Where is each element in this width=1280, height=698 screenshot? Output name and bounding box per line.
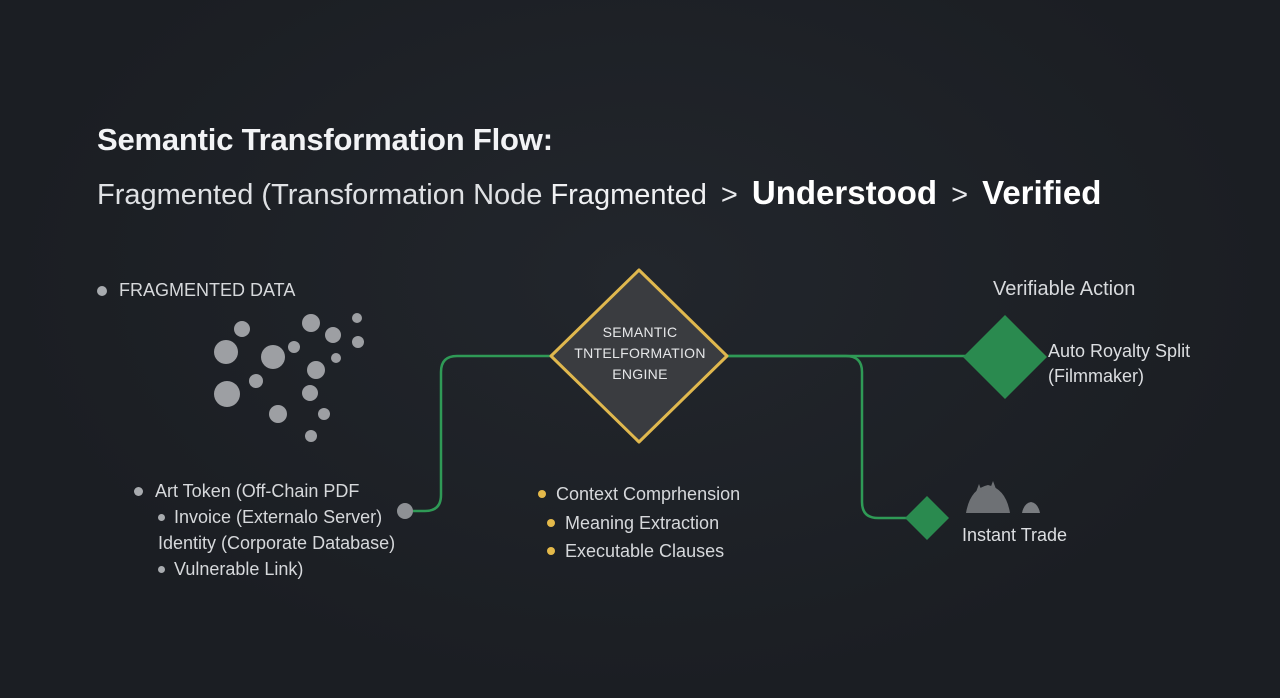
list-item: Vulnerable Link) xyxy=(134,556,395,582)
semantic-engine-label: SEMANTIC TNTELFORMATION ENGINE xyxy=(560,322,720,385)
engine-step-list: Context Comprhension Meaning Extraction … xyxy=(538,480,740,566)
bullet-icon xyxy=(538,490,546,499)
step-meaning: Meaning Extraction xyxy=(565,512,720,533)
fragmented-data-label: FRAGMENTED DATA xyxy=(97,280,295,301)
fragment-particle xyxy=(352,336,364,348)
subtitle-part-verified: Verified xyxy=(982,174,1102,211)
royalty-action-node xyxy=(963,315,1047,399)
semantic-engine-node xyxy=(549,268,729,444)
fragmented-data-text: FRAGMENTED DATA xyxy=(119,280,296,300)
fragment-particle xyxy=(307,361,325,379)
source-art-token: Art Token (Off-Chain PDF xyxy=(155,481,360,501)
fragment-particle xyxy=(214,381,240,407)
list-item: Executable Clauses xyxy=(538,537,740,566)
bullet-icon xyxy=(547,547,555,556)
fragment-source-list: Art Token (Off-Chain PDF Invoice (Extern… xyxy=(134,478,395,582)
fragment-particle xyxy=(302,385,318,401)
fragment-particle xyxy=(352,313,362,323)
list-item: Art Token (Off-Chain PDF xyxy=(134,478,395,504)
bullet-icon xyxy=(97,285,107,296)
subtitle-part-fragmented: Fragmented xyxy=(550,179,707,211)
fragment-particle xyxy=(269,405,287,423)
fragment-particle-cluster xyxy=(214,313,364,442)
fragment-particle xyxy=(302,314,320,332)
fragment-particle xyxy=(249,374,263,388)
subtitle-part-understood: Understood xyxy=(751,174,938,211)
subtitle-separator: > xyxy=(720,179,738,211)
diagram-subtitle: Fragmented (Transformation Node Fragment… xyxy=(97,174,1101,212)
bullet-icon xyxy=(134,486,143,496)
fragment-particle xyxy=(305,430,317,442)
fragment-particle xyxy=(234,321,250,337)
step-context: Context Comprhension xyxy=(556,484,741,504)
source-identity: Identity (Corporate Database) xyxy=(158,533,396,553)
bullet-icon xyxy=(158,513,165,521)
connector-engine-to-trade xyxy=(726,354,910,520)
list-item: Invoice (Externalo Server) xyxy=(134,504,395,530)
subtitle-separator: > xyxy=(951,179,969,211)
bullet-icon xyxy=(547,518,555,527)
diagram-title: Semantic Transformation Flow: xyxy=(97,122,553,157)
mountain-icon xyxy=(966,481,1040,513)
list-item: Context Comprhension xyxy=(538,480,740,509)
engine-label-line: TNTELFORMATION xyxy=(574,345,706,361)
fragment-particle xyxy=(288,341,300,353)
subtitle-part-fragmented-node: Fragmented (Transformation Node xyxy=(97,179,543,211)
royalty-action-label: Auto Royalty Split (Filmmaker) xyxy=(1048,339,1190,389)
fragment-particle xyxy=(214,340,238,364)
bullet-icon xyxy=(158,565,165,573)
step-clauses: Executable Clauses xyxy=(565,541,725,561)
list-item: Identity (Corporate Database) xyxy=(134,530,395,556)
fragment-particle xyxy=(325,327,341,343)
connector-start-node xyxy=(397,503,413,519)
connector-sources-to-engine xyxy=(413,354,555,513)
source-vulnerable-link: Vulnerable Link) xyxy=(174,559,304,579)
engine-label-line: ENGINE xyxy=(612,366,668,382)
fragment-particle xyxy=(318,408,330,420)
engine-label-line: SEMANTIC xyxy=(602,324,678,340)
instant-trade-label: Instant Trade xyxy=(962,525,1068,545)
verifiable-action-title: Verifiable Action xyxy=(993,278,1136,300)
royalty-label-line: Auto Royalty Split xyxy=(1048,341,1191,361)
royalty-label-line: (Filmmaker) xyxy=(1048,366,1144,386)
fragment-particle xyxy=(331,353,341,363)
trade-action-node xyxy=(905,496,949,540)
source-invoice: Invoice (Externalo Server) xyxy=(174,507,383,527)
list-item: Meaning Extraction xyxy=(538,509,740,538)
fragment-particle xyxy=(261,345,285,369)
